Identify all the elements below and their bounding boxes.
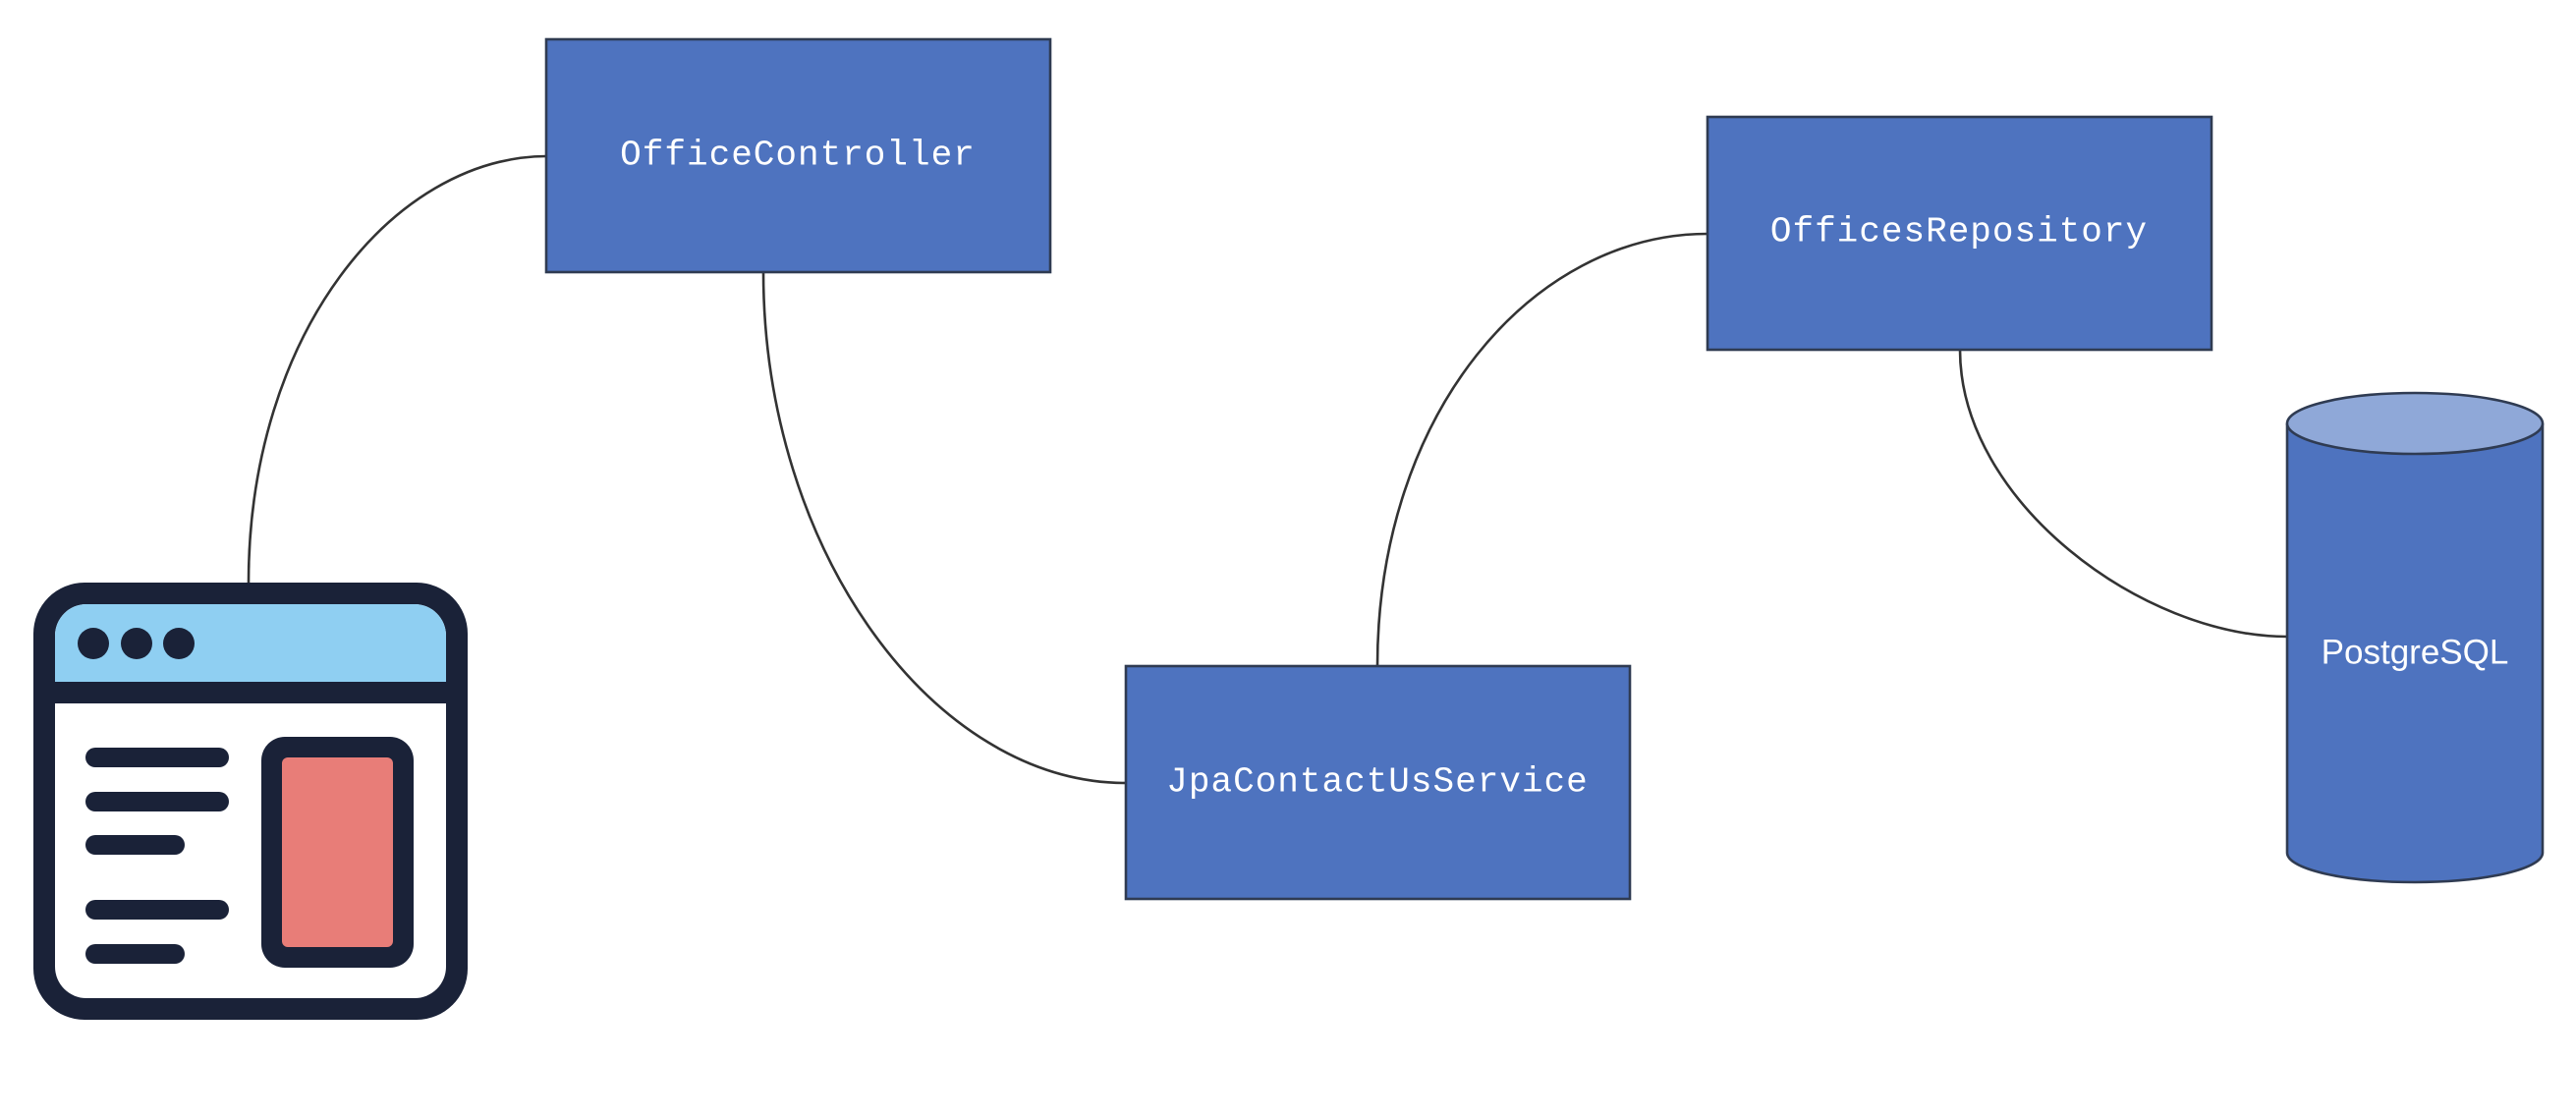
database-cylinder-icon: [2285, 391, 2545, 884]
postgresql-label: PostgreSQL: [2322, 633, 2509, 671]
connector-office-controller-to-jpa-contact-us-service: [761, 271, 1127, 785]
connector-browser-to-office-controller: [247, 154, 547, 584]
browser-titlebar-divider: [55, 682, 446, 703]
node-offices-repository[interactable]: OfficesRepository: [1706, 115, 2213, 352]
content-panel: [282, 757, 393, 947]
offices-repository-box: [1706, 115, 2213, 352]
content-lines: [85, 748, 229, 964]
office-controller-label: OfficeController: [620, 136, 976, 176]
window-dot-icon: [78, 628, 109, 659]
window-dot-icon: [163, 628, 195, 659]
browser-window-icon: [33, 583, 468, 1020]
office-controller-box: [544, 37, 1052, 274]
node-jpa-contact-us-service[interactable]: JpaContactUsService: [1124, 664, 1632, 901]
node-office-controller[interactable]: OfficeController: [544, 37, 1052, 274]
connector-jpa-contact-us-service-to-offices-repository: [1375, 232, 1708, 667]
node-postgresql[interactable]: PostgreSQL: [2285, 391, 2545, 884]
window-dot-icon: [121, 628, 152, 659]
connector-offices-repository-to-postgresql: [1958, 349, 2288, 639]
browser-titlebar: [55, 604, 446, 682]
jpa-contact-us-service-box: [1124, 664, 1632, 901]
offices-repository-label: OfficesRepository: [1770, 212, 2148, 252]
jpa-contact-us-service-label: JpaContactUsService: [1166, 762, 1588, 803]
